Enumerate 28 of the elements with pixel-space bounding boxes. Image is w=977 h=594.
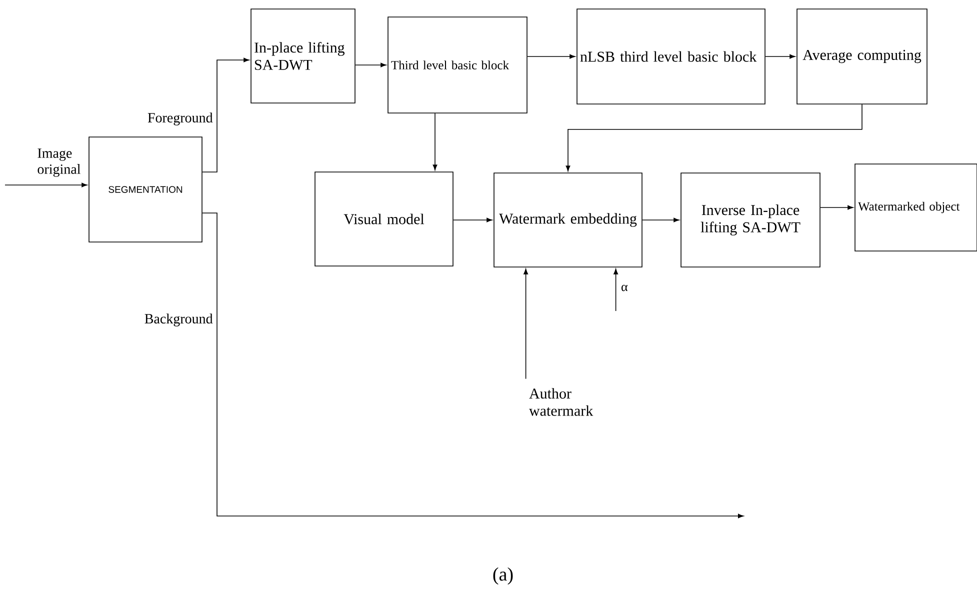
arrow [820, 205, 854, 210]
arrow [202, 212, 744, 518]
arrow [642, 218, 680, 222]
arrow [524, 268, 528, 380]
arrow [355, 62, 386, 68]
process-box: Watermark embedding [494, 172, 642, 268]
process-box: Third level basic block [388, 16, 528, 114]
process-box: Inverse In-place lifting SA-DWT [680, 172, 820, 268]
arrow [202, 58, 250, 172]
process-box: In-place lifting SA-DWT [250, 8, 356, 104]
arrow [765, 54, 796, 59]
arrow [432, 113, 438, 170]
input-text: Author watermark [529, 388, 594, 416]
edge-label: Foreground [146, 112, 214, 126]
edge-label: Background [143, 312, 214, 328]
arrow [614, 268, 618, 312]
arrow [4, 182, 88, 188]
input-text: α [622, 284, 628, 292]
arrow [527, 54, 576, 59]
arrow [453, 218, 492, 222]
process-box: nLSB third level basic block [576, 8, 766, 104]
process-box: Visual model [314, 172, 454, 266]
process-box: Watermarked object [854, 164, 977, 252]
process-box: SEGMENTATION [88, 136, 202, 242]
edge-label: Image original [36, 148, 80, 178]
arrow [566, 104, 862, 172]
process-box: Average computing [796, 8, 928, 104]
caption: (a) [493, 567, 513, 585]
